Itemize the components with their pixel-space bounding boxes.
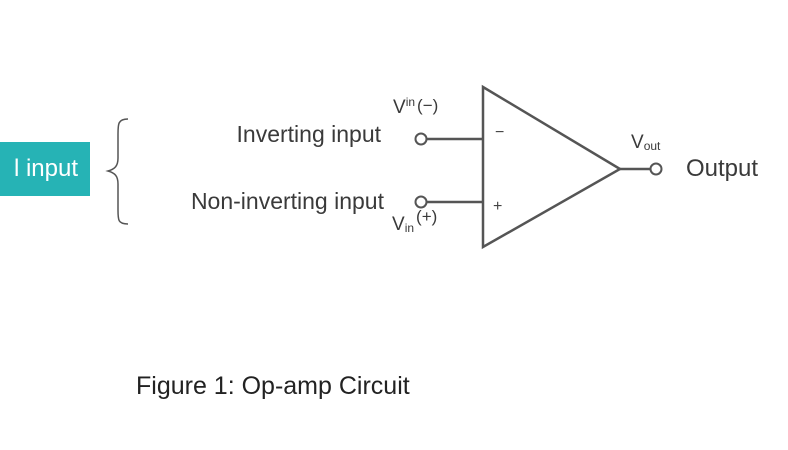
vin-minus-label: Vin(−)	[393, 95, 439, 118]
minus-pin-sign: −	[495, 124, 505, 141]
vin-plus-sign: (+)	[416, 207, 438, 226]
inverting-input-terminal	[414, 132, 428, 146]
inverting-input-label: Inverting input	[236, 121, 381, 147]
vin-minus-base: V	[393, 97, 406, 118]
input-tag-box: l input	[0, 142, 90, 196]
vin-plus-sub: in	[404, 221, 415, 235]
opamp-triangle	[481, 84, 623, 250]
vin-plus-base: V	[392, 214, 405, 235]
input-brace	[105, 118, 129, 225]
input-tag-text: l input	[13, 155, 78, 182]
plus-pin-sign: +	[493, 198, 503, 215]
vout-sub: out	[643, 139, 661, 153]
vin-plus-label: Vin(+)	[392, 208, 437, 235]
noninverting-input-label: Non-inverting input	[190, 188, 384, 214]
vin-minus-sign: (−)	[417, 96, 439, 115]
vin-minus-sub: in	[405, 95, 416, 109]
figure-caption: Figure 1: Op-amp Circuit	[136, 372, 410, 400]
output-label: Output	[686, 155, 759, 182]
output-terminal	[649, 162, 663, 176]
vout-base: V	[631, 132, 644, 153]
vout-label: Vout	[631, 133, 660, 152]
noninverting-input-terminal	[414, 195, 428, 209]
